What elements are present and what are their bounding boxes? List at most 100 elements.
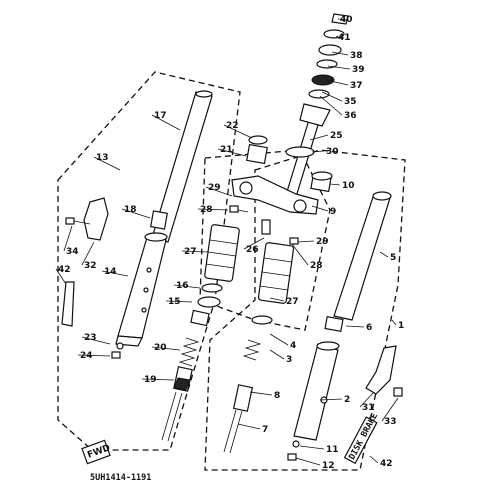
callout-leader (77, 354, 111, 357)
callout-number: 31 (362, 403, 375, 413)
right-fork-group-outline (204, 149, 406, 471)
callout-number: 35 (344, 97, 357, 107)
callout-leader (151, 346, 181, 351)
callout-leader (223, 124, 253, 139)
callout-number: 5 (390, 253, 396, 263)
callout-leader (243, 237, 265, 250)
right-upper-cap (310, 171, 333, 193)
upper-clamp-cap (248, 135, 268, 145)
callout-number: 7 (262, 425, 268, 435)
callout-number: 2 (344, 395, 350, 405)
right-inner-tube (333, 191, 392, 321)
right-damper-rod (223, 384, 254, 454)
callout-leader (237, 423, 261, 430)
callout-leader (379, 251, 389, 258)
callout-leader (291, 243, 309, 266)
left-inner-tube (151, 90, 213, 243)
right-fork-boot (257, 242, 295, 304)
callout-number: 15 (168, 297, 181, 307)
callout-leader (269, 333, 289, 346)
callout-leader (309, 134, 329, 141)
callout-number: 16 (176, 281, 189, 291)
callout-number: 11 (326, 445, 339, 455)
callout-leader (319, 95, 343, 116)
callout-leader (369, 455, 379, 464)
upper-clamp-left (246, 143, 268, 165)
callout-leader (359, 391, 375, 408)
right-bracket-bolt (393, 387, 403, 397)
callout-number: 27 (286, 297, 299, 307)
callout-number: 30 (326, 147, 339, 157)
callout-leader (337, 18, 349, 21)
left-bushing (150, 210, 168, 230)
callout-number: 28 (200, 205, 213, 215)
right-rebound-spring (242, 339, 262, 361)
callout-number: 13 (96, 153, 109, 163)
callout-leader (327, 65, 351, 70)
callout-number: 21 (220, 145, 233, 155)
under-bracket (231, 175, 319, 215)
callout-leader (181, 250, 209, 253)
callout-number: 1 (398, 321, 404, 331)
callout-number: 17 (154, 111, 167, 121)
callout-number: 9 (330, 207, 336, 217)
right-snap-ring (251, 315, 273, 325)
callout-leader (319, 398, 343, 401)
bracket-bolt-left (229, 205, 249, 213)
left-drain-bolt (111, 351, 121, 359)
callout-leader (311, 150, 325, 153)
callout-leader (81, 241, 95, 266)
callout-number: 26 (246, 245, 259, 255)
callout-leader (331, 51, 349, 56)
callout-number: 18 (124, 205, 137, 215)
callout-number: 22 (226, 121, 239, 131)
callout-leader (205, 186, 233, 197)
callout-leader (335, 35, 339, 38)
callout-number: 39 (352, 65, 365, 75)
center-bolt (261, 219, 271, 235)
left-drain-washer (116, 342, 124, 350)
left-oil-seal (197, 296, 221, 308)
stem-stack (308, 13, 349, 99)
callout-leader (321, 91, 343, 102)
callout-number: 6 (366, 323, 372, 333)
callout-number: 20 (154, 343, 167, 353)
callout-number: 24 (80, 351, 93, 361)
callout-number: 42 (58, 265, 71, 275)
callout-leader (269, 297, 285, 302)
callout-leader (63, 225, 73, 252)
callout-leader (325, 79, 349, 86)
callout-leader (391, 319, 397, 326)
callout-number: 32 (84, 261, 97, 271)
callout-leader (329, 183, 341, 186)
callout-leader (173, 284, 201, 289)
callout-leader (197, 208, 229, 211)
callout-leader (381, 397, 399, 422)
left-damper-rod (161, 366, 193, 442)
callout-leader (217, 148, 247, 157)
callout-number: 38 (350, 51, 363, 61)
left-bracket-bolt (65, 217, 91, 225)
drawing-code: 5UH1414-1191 (90, 473, 151, 483)
callout-leader (165, 300, 193, 303)
callout-number: 37 (350, 81, 363, 91)
callout-leader (101, 270, 129, 277)
callout-number: 28 (310, 261, 323, 271)
right-drain-bolt (287, 453, 297, 461)
callout-leader (295, 457, 321, 466)
callout-number: 40 (340, 15, 353, 25)
right-caliper-bracket (365, 345, 397, 395)
left-outer-tube (115, 232, 168, 347)
callout-leader (311, 205, 329, 212)
right-drain-washer (292, 440, 300, 448)
callout-leader (297, 240, 315, 243)
callout-number: 25 (330, 131, 343, 141)
callout-number: 10 (342, 181, 355, 191)
callout-number: 3 (286, 355, 292, 365)
right-outer-tube (293, 341, 340, 441)
callout-number: 19 (144, 375, 157, 385)
callout-leader (93, 156, 121, 171)
callout-leader (299, 445, 325, 450)
callout-leader (151, 114, 181, 131)
